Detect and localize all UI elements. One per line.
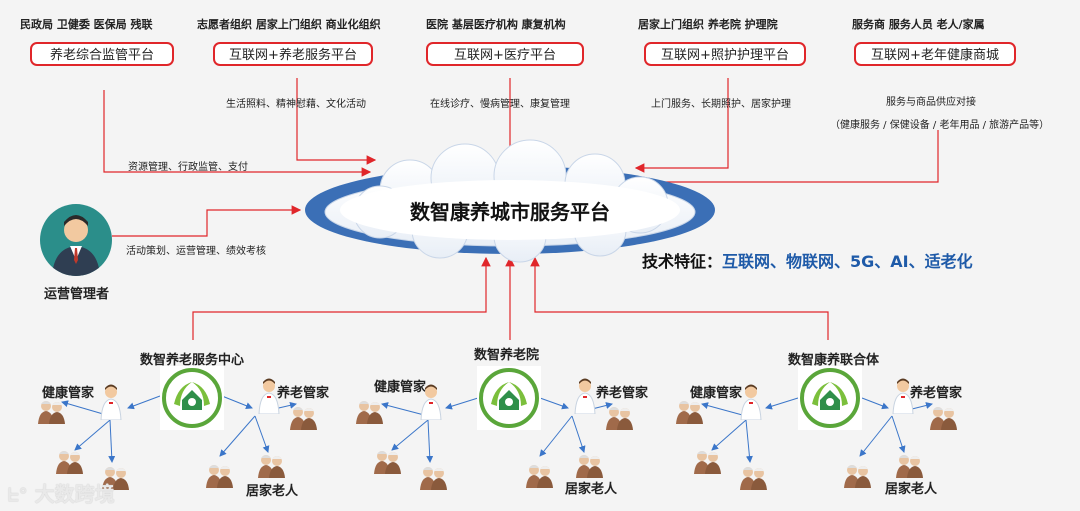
node-title-alliance: 数智康养联合体 bbox=[788, 353, 880, 368]
nurse-figure-4 bbox=[572, 378, 598, 418]
role-elder-3: 居家老人 bbox=[885, 482, 938, 497]
elder-couple-11 bbox=[574, 452, 604, 482]
elder-couple-14 bbox=[692, 448, 722, 478]
watermark-logo: ᖶ° 大数跨境 bbox=[8, 478, 115, 507]
platform-3-desc: 在线诊疗、慢病管理、康复管理 bbox=[430, 99, 570, 110]
watermark-text: 大数跨境 bbox=[34, 482, 115, 506]
elder-couple-13 bbox=[674, 398, 704, 428]
header-group-1: 民政局 卫健委 医保局 残联 bbox=[20, 18, 153, 31]
nurse-figure-5 bbox=[738, 384, 764, 424]
platform-2-desc: 生活照料、精神慰藉、文化活动 bbox=[226, 99, 366, 110]
node-title-center: 数智养老服务中心 bbox=[140, 353, 245, 368]
cloud-shape bbox=[305, 139, 715, 263]
nurse-figure-1 bbox=[98, 384, 124, 424]
node-logo-1 bbox=[160, 366, 224, 434]
role-care-steward-2: 养老管家 bbox=[596, 386, 649, 401]
elder-couple-3 bbox=[100, 464, 130, 494]
elder-couple-8 bbox=[372, 448, 402, 478]
node-title-nursing-home: 数智养老院 bbox=[474, 348, 540, 363]
nurse-figure-3 bbox=[418, 384, 444, 424]
role-elder-2: 居家老人 bbox=[565, 482, 618, 497]
elder-couple-2 bbox=[54, 448, 84, 478]
header-group-2: 志愿者组织 居家上门组织 商业化组织 bbox=[197, 18, 381, 31]
elder-couple-6 bbox=[288, 404, 318, 434]
role-health-steward-1: 健康管家 bbox=[42, 386, 95, 401]
role-health-steward-2: 健康管家 bbox=[374, 380, 427, 395]
elder-couple-10 bbox=[524, 462, 554, 492]
role-care-steward-1: 养老管家 bbox=[277, 386, 330, 401]
nurse-figure-6 bbox=[890, 378, 916, 418]
operator-link-label: 活动策划、运营管理、绩效考核 bbox=[126, 246, 266, 257]
elder-couple-1 bbox=[36, 398, 66, 428]
elder-couple-4 bbox=[204, 462, 234, 492]
role-health-steward-3: 健康管家 bbox=[690, 386, 743, 401]
platform-supervision: 养老综合监管平台 bbox=[30, 42, 174, 66]
platform-4-desc: 上门服务、长期照护、居家护理 bbox=[651, 99, 791, 110]
elder-couple-17 bbox=[894, 452, 924, 482]
operator-label: 运营管理者 bbox=[44, 287, 110, 302]
tech-label: 技术特征： bbox=[642, 252, 723, 271]
role-care-steward-3: 养老管家 bbox=[910, 386, 963, 401]
node-logo-3 bbox=[798, 366, 862, 434]
operator-avatar bbox=[40, 204, 112, 276]
platform-health-mall: 互联网+老年健康商城 bbox=[854, 42, 1016, 66]
node-logo-2 bbox=[477, 366, 541, 434]
elder-couple-12 bbox=[604, 404, 634, 434]
elder-couple-16 bbox=[842, 462, 872, 492]
platform-5-items: （健康服务 / 保健设备 / 老年用品 / 旅游产品等） bbox=[830, 120, 1050, 131]
elder-couple-18 bbox=[928, 404, 958, 434]
tech-value: 互联网、物联网、5G、AI、适老化 bbox=[722, 252, 973, 271]
platform-care: 互联网+照护护理平台 bbox=[644, 42, 806, 66]
elder-couple-15 bbox=[738, 464, 768, 494]
supervision-link-label: 资源管理、行政监管、支付 bbox=[128, 162, 248, 173]
center-platform-title: 数智康养城市服务平台 bbox=[410, 200, 610, 224]
nurse-figure-2 bbox=[256, 378, 282, 418]
elder-couple-5 bbox=[256, 452, 286, 482]
tech-features: 技术特征：互联网、物联网、5G、AI、适老化 bbox=[642, 248, 973, 272]
platform-5-desc: 服务与商品供应对接 bbox=[886, 97, 976, 108]
header-group-4: 居家上门组织 养老院 护理院 bbox=[638, 18, 778, 31]
header-group-5: 服务商 服务人员 老人/家属 bbox=[852, 18, 985, 31]
elder-couple-9 bbox=[418, 464, 448, 494]
watermark-icon: ᖶ° bbox=[8, 485, 28, 506]
platform-elderly-service: 互联网+养老服务平台 bbox=[213, 42, 373, 66]
elder-couple-7 bbox=[354, 398, 384, 428]
platform-medical: 互联网+医疗平台 bbox=[426, 42, 584, 66]
role-elder-1: 居家老人 bbox=[246, 484, 299, 499]
header-group-3: 医院 基层医疗机构 康复机构 bbox=[426, 18, 566, 31]
